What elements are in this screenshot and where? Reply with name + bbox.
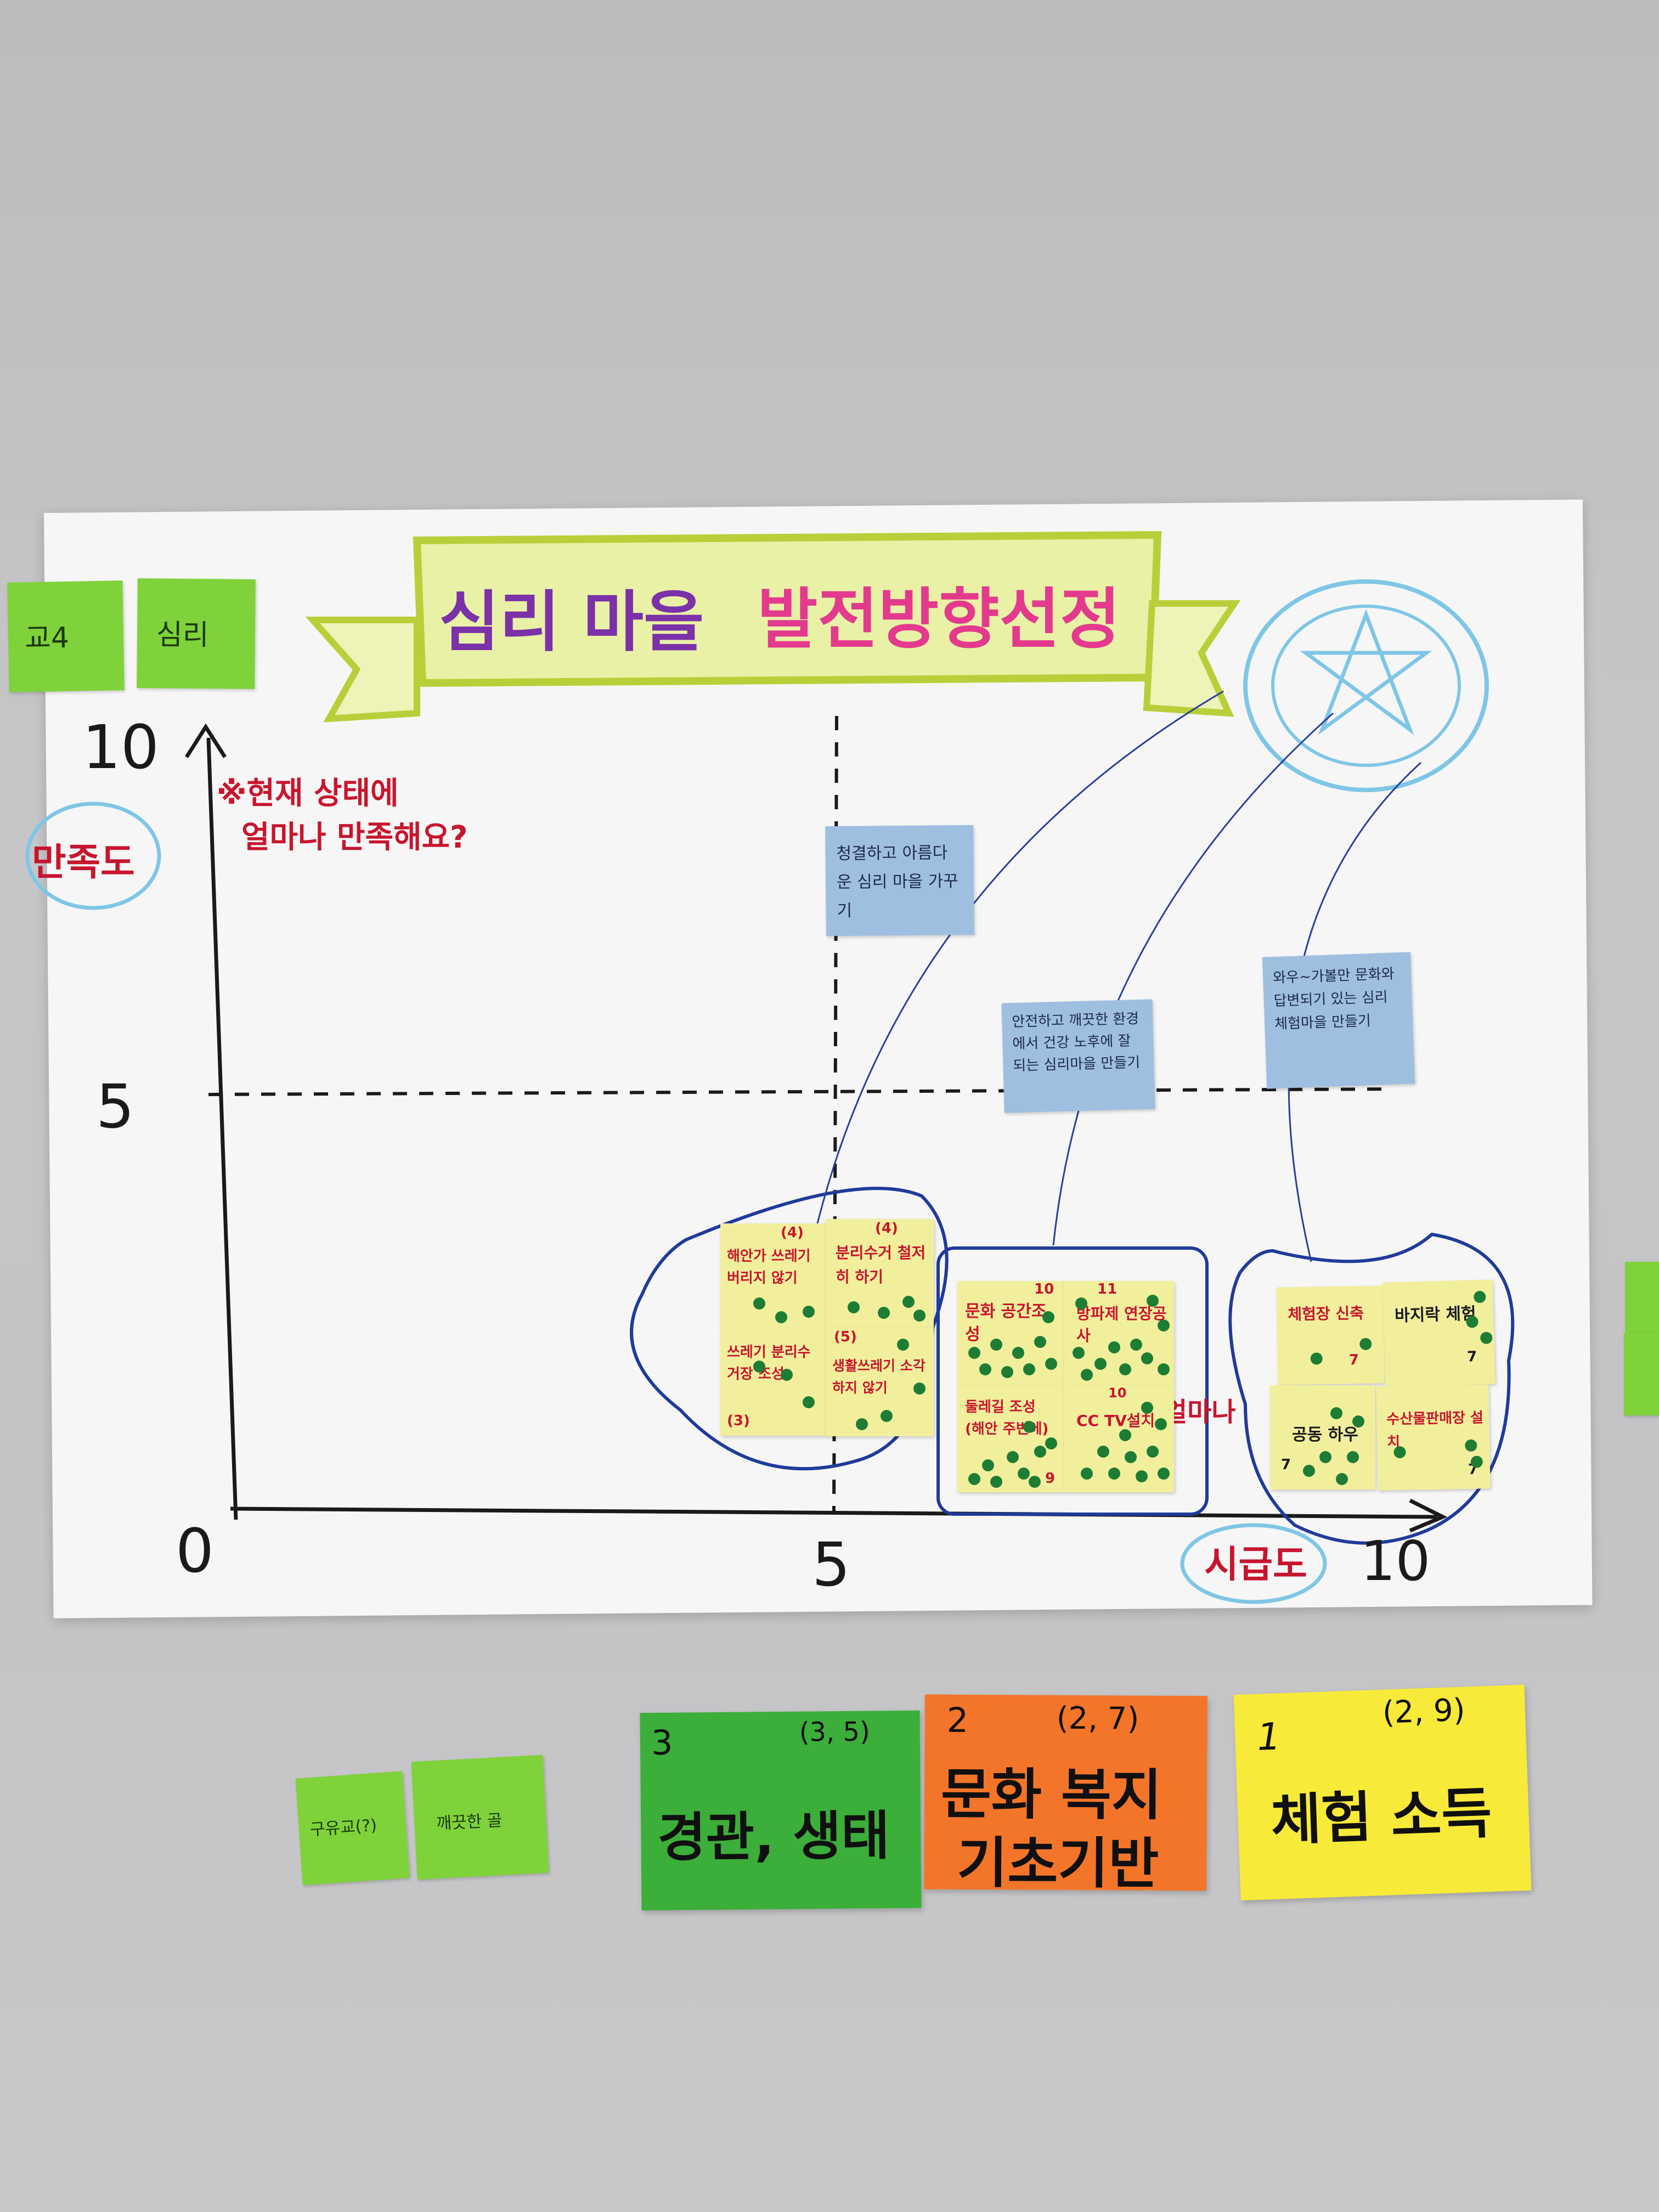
x-label-circle xyxy=(1180,1523,1327,1604)
priority-label: 체험 소득 xyxy=(1269,1781,1493,1853)
goal-note-safety-text: 안전하고 깨끗한 환경에서 건강 노후에 잘 되는 심리마을 만들기 xyxy=(1011,1011,1141,1075)
star-circle xyxy=(1243,579,1489,792)
issue-note-text: 분리수거 철저히 하기 xyxy=(836,1244,926,1286)
issue-note-num: (4) xyxy=(781,1224,804,1241)
goal-note-experience-text: 와우~가볼만 문화와 답변되기 있는 심리 체험마을 만들기 xyxy=(1272,966,1395,1033)
title-right: 발전방향선정 xyxy=(757,582,1120,658)
arrow-left xyxy=(816,690,1224,1224)
issue-note-num: (5) xyxy=(834,1329,857,1345)
edge-note xyxy=(1625,1262,1659,1339)
priority-rank: 1 xyxy=(1256,1715,1282,1759)
small-note: 깨끗한 골 xyxy=(411,1754,549,1880)
issue-note: (5) 생활쓰레기 소각하지 않기 xyxy=(826,1328,934,1436)
corner-note-class-text: 교4 xyxy=(24,621,70,656)
issue-note-num: 7 xyxy=(1281,1457,1291,1473)
issue-note: 9 둘레길 조성 (해안 주변에) xyxy=(957,1385,1064,1492)
priority-label-2: 기초기반 xyxy=(957,1830,1159,1896)
y-tick-5: 5 xyxy=(96,1071,134,1142)
priority-note-2: 2 (2, 7) 문화 복지 기초기반 xyxy=(924,1694,1207,1896)
issue-note-num: (3) xyxy=(727,1413,750,1429)
issue-note-text: CC TV설치 xyxy=(1076,1412,1155,1430)
x-tick-10: 10 xyxy=(1361,1529,1430,1593)
priority-note-3: 3 (3, 5) 경관, 생태 xyxy=(640,1710,922,1911)
middle-group-outline xyxy=(936,1246,1209,1516)
issue-note: 11 방파제 연장공사 xyxy=(1064,1281,1174,1385)
issue-note-text: 해안가 쓰레기 버리지 않기 xyxy=(727,1248,811,1286)
question-line1: ※현재 상태에 xyxy=(217,776,399,811)
issue-note-num: (4) xyxy=(875,1220,898,1237)
priority-label: 경관, 생태 xyxy=(657,1805,890,1869)
corner-note-class: 교4 xyxy=(7,580,125,692)
issue-note: 수산물판매장 설치 7 xyxy=(1376,1384,1491,1491)
issue-note-text: 생활쓰레기 소각하지 않기 xyxy=(832,1358,926,1396)
issue-note-text: 방파제 연장공사 xyxy=(1076,1305,1167,1345)
small-note-text: 구유교(?) xyxy=(309,1815,378,1840)
side-text: 얼마나 xyxy=(1163,1397,1235,1427)
priority-coords: (3, 5) xyxy=(799,1716,871,1748)
issue-note: 10 문화 공간조성 xyxy=(957,1281,1064,1385)
star-icon xyxy=(1300,609,1432,735)
issue-note-text: 둘레길 조성 (해안 주변에) xyxy=(965,1399,1049,1437)
goal-note-cleanliness: 청결하고 아름다운 심리 마을 가꾸기 xyxy=(825,825,974,936)
y-tick-10: 10 xyxy=(82,712,159,782)
issue-note-text: 문화 공간조성 xyxy=(965,1302,1047,1344)
priority-rank: 3 xyxy=(651,1722,673,1763)
x-axis-label: 시급도 xyxy=(1204,1543,1307,1587)
small-note-text: 깨끗한 골 xyxy=(436,1810,503,1834)
issue-note: (3) 쓰레기 분리수거장 조성 xyxy=(720,1330,826,1436)
issue-note-text: 쓰레기 분리수거장 조성 xyxy=(727,1344,811,1383)
issue-note: 체험장 신축 7 xyxy=(1276,1285,1385,1385)
issue-note-num: 7 xyxy=(1348,1352,1359,1369)
left-group-outline xyxy=(630,1187,949,1471)
issue-note: (4) 분리수거 철저히 하기 xyxy=(826,1219,934,1328)
goal-note-experience: 와우~가볼만 문화와 답변되기 있는 심리 체험마을 만들기 xyxy=(1262,952,1415,1089)
banner-tail-right xyxy=(1143,600,1241,717)
issue-note: 10 CC TV설치 xyxy=(1064,1385,1174,1492)
corner-note-simri-text: 심리 xyxy=(156,618,209,652)
corner-note-simri: 심리 xyxy=(137,578,256,689)
issue-note: 바지락 체험 7 xyxy=(1383,1279,1496,1387)
origin-tick: 0 xyxy=(176,1516,214,1586)
title-left: 심리 마을 xyxy=(439,584,704,661)
small-note: 구유교(?) xyxy=(295,1771,410,1886)
issue-note-num: 11 xyxy=(1097,1281,1118,1297)
question-line2: 얼마나 만족해요? xyxy=(241,820,468,855)
goal-note-cleanliness-text: 청결하고 아름다운 심리 마을 가꾸기 xyxy=(836,843,958,921)
banner-tail-left xyxy=(305,617,420,723)
y-axis-label: 만족도 xyxy=(32,841,135,884)
priority-note-1: 1 (2, 9) 체험 소득 xyxy=(1233,1684,1532,1901)
x-tick-5: 5 xyxy=(812,1530,850,1600)
issue-note-num: 10 xyxy=(1034,1281,1054,1297)
right-group-outline xyxy=(1228,1232,1515,1545)
y-label-circle xyxy=(25,802,161,910)
edge-note xyxy=(1624,1333,1659,1415)
issue-note: (4) 해안가 쓰레기 버리지 않기 xyxy=(720,1223,826,1330)
issue-note: 7 공동 하우 xyxy=(1270,1385,1375,1489)
goal-note-safety: 안전하고 깨끗한 환경에서 건강 노후에 잘 되는 심리마을 만들기 xyxy=(1001,999,1155,1113)
y-axis xyxy=(206,737,238,1520)
issue-note-num: 10 xyxy=(1108,1385,1127,1401)
y-5-guide xyxy=(208,1087,1394,1096)
priority-coords: (2, 7) xyxy=(1056,1700,1139,1737)
issue-note-num: 7 xyxy=(1466,1348,1477,1365)
priority-coords: (2, 9) xyxy=(1381,1692,1466,1731)
issue-note-text: 체험장 신축 xyxy=(1288,1304,1364,1324)
priority-rank: 2 xyxy=(946,1700,969,1741)
issue-note-text: 공동 하우 xyxy=(1292,1425,1358,1444)
issue-note-num: 9 xyxy=(1045,1470,1056,1487)
arrow-middle xyxy=(1052,712,1334,1246)
